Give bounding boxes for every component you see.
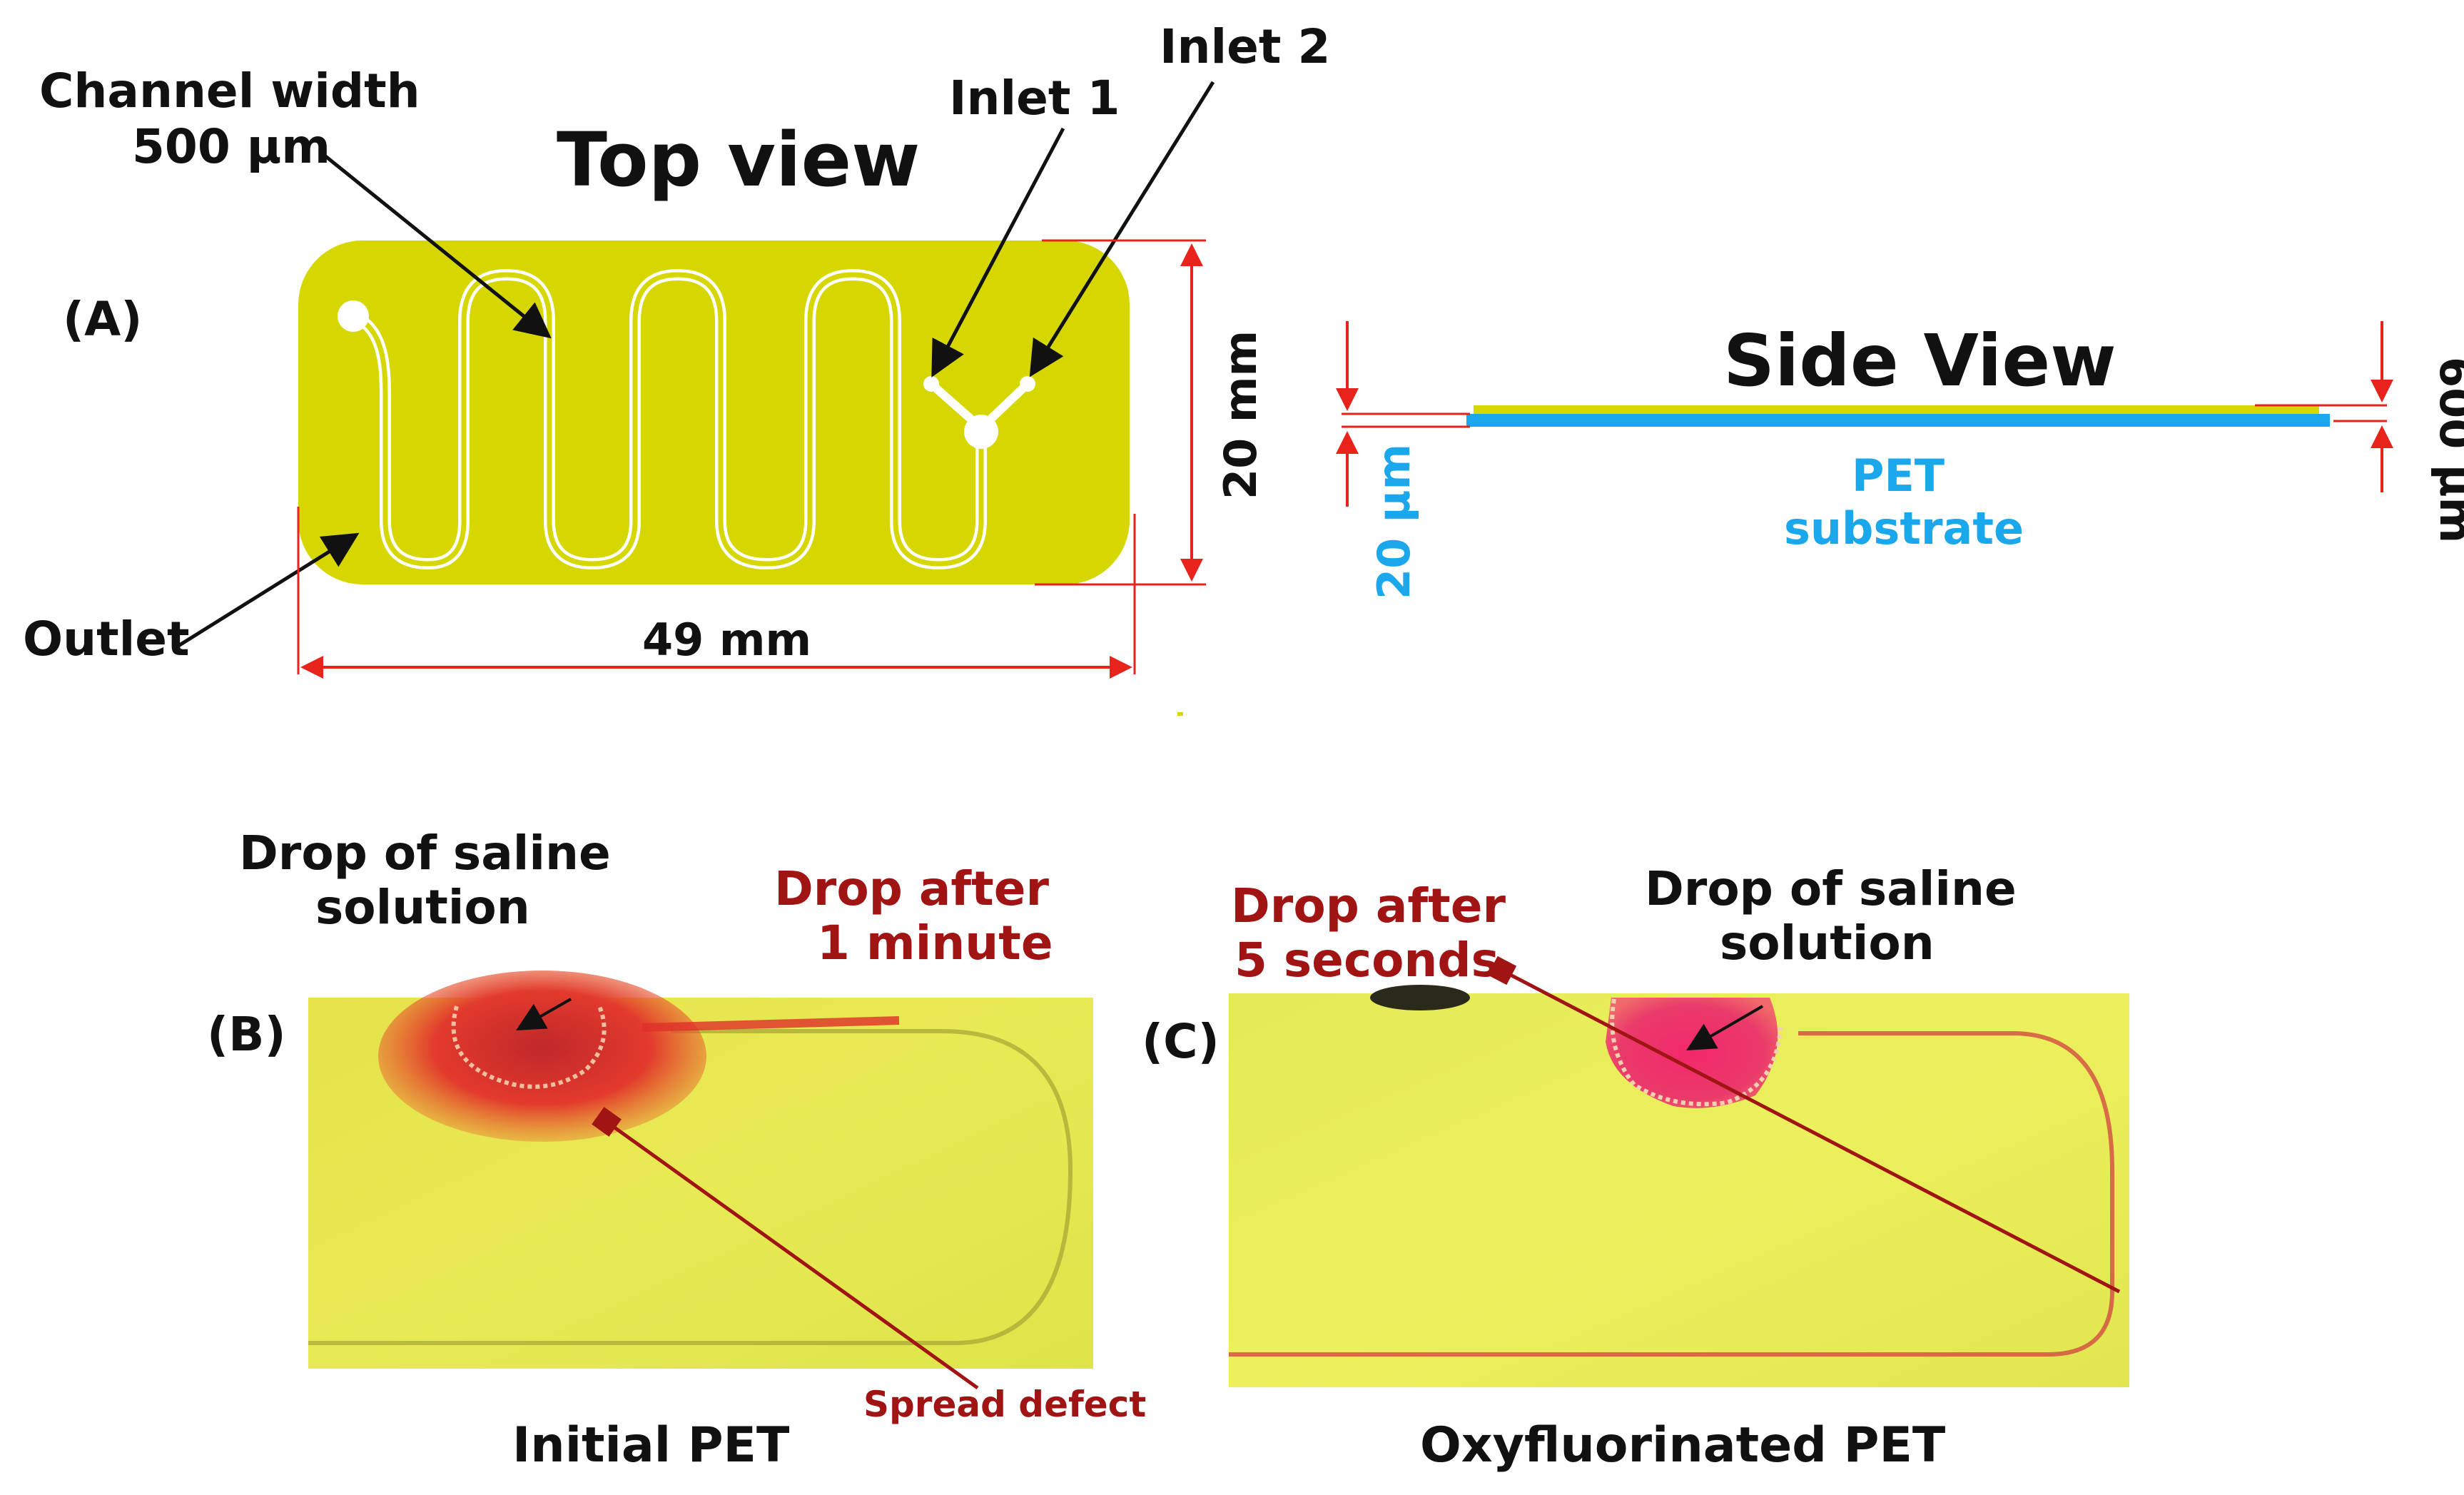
inlet-1-port (923, 376, 939, 392)
channel-width-arrow (323, 154, 552, 339)
photo-b-channel (308, 1029, 1073, 1345)
photo-c-drop-rim (1610, 998, 1783, 1107)
panel-b-drop-label-2: solution (315, 880, 530, 935)
side-view: Side View PET substrate 20 µm 600 µm (1177, 319, 2464, 716)
photo-b-drop-spread (378, 971, 706, 1142)
photo-b-drop-arrow (516, 998, 572, 1030)
photo-b-drop-rim (451, 1005, 607, 1089)
panel-b-caption: Initial PET (512, 1417, 790, 1474)
top-view-title: Top view (557, 116, 920, 203)
thickness-bottom-label: 20 µm (1368, 444, 1420, 599)
channel-width-value: 500 µm (132, 119, 330, 174)
photo-b-red-channel (642, 1016, 900, 1032)
substrate-label-2: substrate (1784, 502, 2024, 554)
five-seconds-leader (1487, 956, 2121, 1294)
top-view: (A) Top view Channel width 500 µm Inlet … (23, 19, 1330, 679)
side-view-title: Side View (1723, 319, 2116, 402)
outlet-label: Outlet (23, 612, 190, 667)
outlet-arrow (177, 532, 360, 648)
photo-c-drop-arrow (1686, 1005, 1764, 1051)
panel-c-drop-label-2: solution (1720, 916, 1935, 971)
junction-port (964, 415, 998, 449)
inlet-2-arrow (1029, 81, 1215, 377)
microfluidic-chip (298, 240, 1130, 584)
inlet-1-arrow (931, 127, 1065, 377)
panel-c-drop-label-1: Drop of saline (1645, 861, 2017, 916)
small-mark (1177, 712, 1183, 716)
panel-c-after-label-2: 5 seconds (1234, 933, 1499, 988)
spread-defect-label: Spread defect (863, 1384, 1146, 1425)
panel-b-after-label-1: Drop after (774, 861, 1049, 916)
pet-substrate-layer (1466, 414, 2330, 427)
panel-b-after-label-2: 1 minute (817, 916, 1053, 971)
inlet-2-port (1020, 376, 1035, 392)
inlet-1-label: Inlet 1 (949, 71, 1120, 126)
thickness-top-label: 600 µm (2430, 357, 2464, 543)
channel-width-label: Channel width (39, 64, 420, 118)
panel-b: (B) Drop of saline solution Drop after 1… (207, 826, 1146, 1474)
substrate-label-1: PET (1852, 450, 1945, 502)
panel-c-label: (C) (1142, 1014, 1220, 1069)
width-dimension-label: 49 mm (642, 614, 811, 666)
panel-b-label: (B) (207, 1007, 286, 1062)
spread-defect-leader (592, 1107, 979, 1390)
panel-c: (C) Drop of saline solution Drop after 5… (1142, 861, 2129, 1474)
outlet-port (338, 300, 369, 332)
panel-c-after-label-1: Drop after (1231, 878, 1506, 933)
height-dimension-label: 20 mm (1215, 330, 1267, 500)
panel-a-label: (A) (63, 292, 142, 347)
photo-c-channel (1229, 1031, 2114, 1357)
panel-c-caption: Oxyfluorinated PET (1420, 1417, 1946, 1474)
inlet-2-label: Inlet 2 (1160, 19, 1330, 74)
serpentine-channel-inner (350, 272, 984, 567)
panel-b-drop-label-1: Drop of saline (239, 826, 611, 881)
photo-c-dark-spot (1370, 985, 1470, 1010)
chip-layer (1474, 405, 2319, 414)
photo-c-drop (1606, 998, 1778, 1108)
